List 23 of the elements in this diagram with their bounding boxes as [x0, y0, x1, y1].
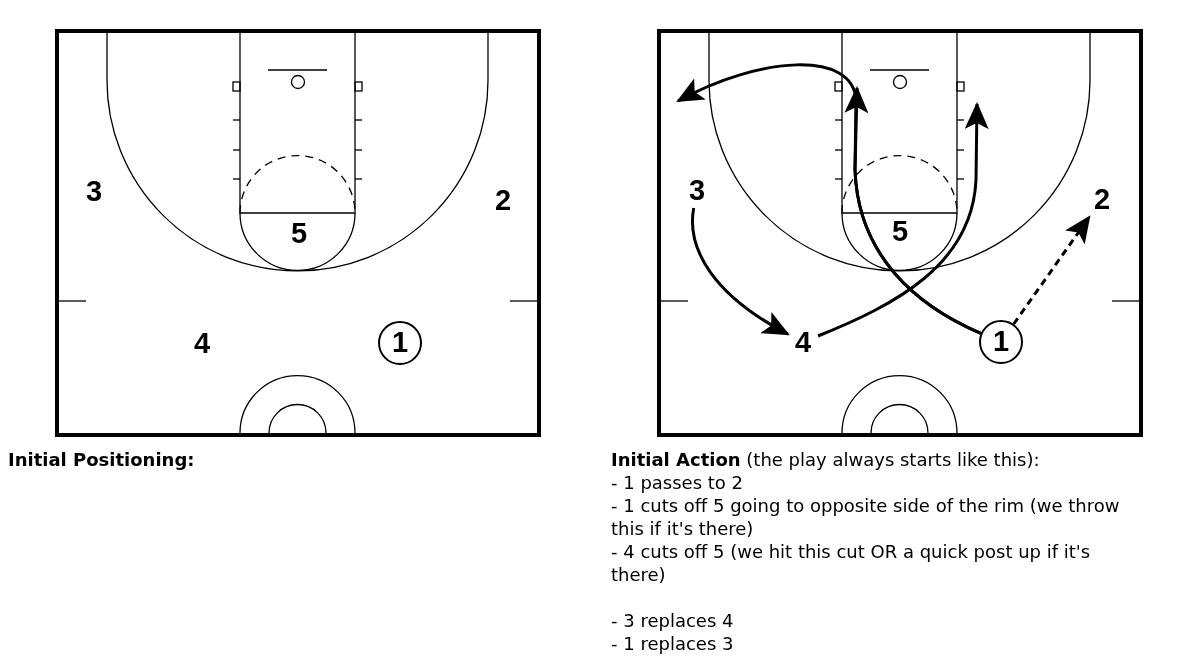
dashed-arrow — [1012, 215, 1091, 325]
half-court — [657, 29, 1143, 437]
player-number: 3 — [79, 173, 109, 209]
curved-arrow — [691, 207, 790, 336]
player-number: 5 — [885, 213, 915, 249]
circled-player-number: 1 — [979, 320, 1023, 364]
curved-arrow — [676, 63, 982, 335]
panel-caption: Initial Positioning: — [8, 448, 195, 471]
play-step-text: - 1 cuts off 5 going to opposite side of the rim (we throw this if it's there) — [611, 494, 1121, 540]
curved-arrow — [817, 102, 989, 338]
player-number: 2 — [1087, 181, 1117, 217]
player-number: 5 — [284, 215, 314, 251]
player-number: 3 — [682, 172, 712, 208]
player-number: 4 — [788, 324, 818, 360]
play-step-text: - 4 cuts off 5 (we hit this cut OR a quick post up if it's there) — [611, 540, 1092, 586]
panel-heading: Initial Action (the play always starts like this): — [611, 448, 1040, 471]
play-step-text: - 3 replaces 4 — [611, 609, 734, 632]
player-number: 4 — [187, 325, 217, 361]
half-court — [55, 29, 541, 437]
play-step-text: - 1 passes to 2 — [611, 471, 744, 494]
play-step-text: - 1 replaces 3 — [611, 632, 734, 655]
player-number: 2 — [488, 182, 518, 218]
circled-player-number: 1 — [378, 321, 422, 365]
